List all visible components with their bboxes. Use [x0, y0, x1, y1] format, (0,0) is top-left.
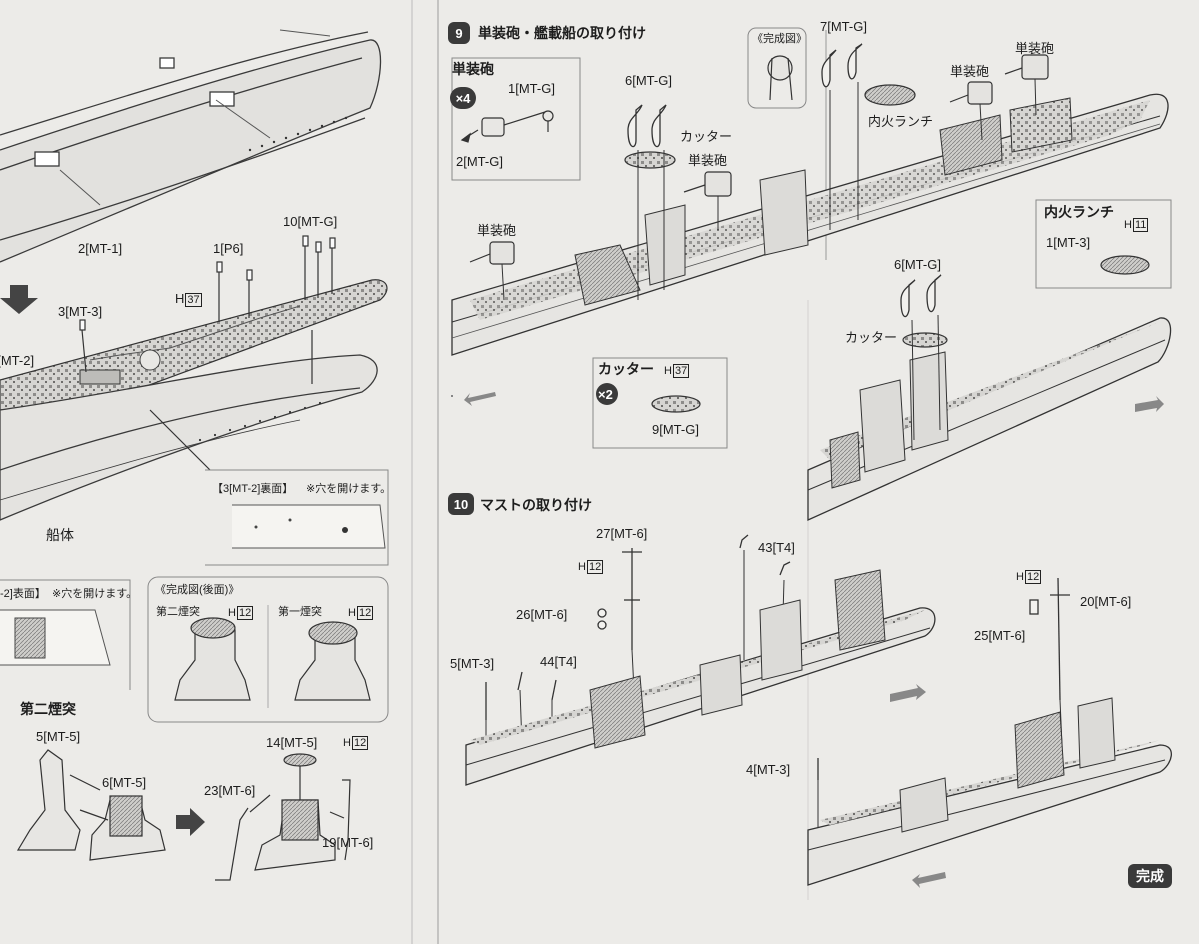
label-part-25: 25[MT-6]: [974, 628, 1026, 643]
h-ref-12-value: 12: [586, 560, 604, 574]
heading-second-stack: 第二煙突: [20, 701, 76, 717]
ship-step9-right: [807, 317, 1172, 522]
surface-note-box: [0, 579, 131, 690]
label-single-gun-d: 単装砲: [477, 223, 517, 238]
label-gun-part-1: 1[MT-G]: [508, 81, 555, 96]
gun-parts: [460, 110, 554, 143]
h-ref-11-value: 11: [1132, 218, 1149, 232]
label-part-5: 5[MT-5]: [36, 729, 81, 744]
label-launch: 内火ランチ: [868, 114, 934, 129]
label-part-44: 44[T4]: [540, 654, 577, 669]
label-cutter-part: 9[MT-G]: [652, 422, 699, 437]
label-launch-part: 1[MT-3]: [1046, 235, 1091, 250]
label-cutter-right: カッター: [845, 330, 898, 345]
h-ref-12-value: 12: [1024, 570, 1042, 584]
h-ref-12-value: 12: [351, 736, 369, 750]
stack-rear-right: [294, 621, 371, 701]
step9-badge: 9: [448, 22, 470, 44]
second-stack-assembled: [215, 753, 351, 881]
label-part-6-right: 6[MT-G]: [894, 257, 941, 272]
label-surface-note-title: -2]表面】: [0, 588, 46, 600]
label-hull: 船体: [46, 527, 74, 543]
label-part-3: 3[MT-3]: [58, 304, 103, 319]
left-hull-top: [0, 31, 382, 263]
label-part-43: 43[T4]: [758, 540, 795, 555]
label-launch-box: 内火ランチ: [1044, 204, 1114, 220]
label-part-20: 20[MT-6]: [1080, 594, 1132, 609]
second-stack-parts: [16, 749, 166, 861]
label-part-1: 1[P6]: [213, 241, 244, 256]
ship-step9: [451, 93, 1169, 356]
mast-parts: [485, 534, 1070, 780]
ship-step10-right: [807, 697, 1172, 886]
label-cutter-box: カッター: [598, 361, 654, 377]
label-part-14: 14[MT-5]: [266, 735, 318, 750]
step10-title: マストの取り付け: [480, 497, 592, 513]
label-part-27: 27[MT-6]: [596, 526, 648, 541]
label-part-10: 10[MT-G]: [283, 214, 338, 229]
completed-cutter-view: [767, 55, 793, 101]
label-part-26: 26[MT-6]: [516, 607, 568, 622]
multiplier-4-badge: ×4: [450, 87, 476, 109]
label-underside-note-text: ※穴を開けます。: [306, 483, 392, 495]
label-hull-top: 2[MT-1]: [78, 241, 123, 256]
label-second-stack: 第二煙突: [156, 606, 200, 618]
h-ref-12-value: 12: [356, 606, 374, 620]
label-single-gun-a: 単装砲: [688, 153, 728, 168]
step9-title: 単装砲・艦載船の取り付け: [478, 25, 646, 41]
label-single-gun-c: 単装砲: [1015, 41, 1055, 56]
label-part-5-mt3: 5[MT-3]: [450, 656, 495, 671]
complete-badge: 完成: [1128, 864, 1172, 888]
label-part-mt2: 3[MT-2]: [0, 353, 35, 368]
h-ref-12-value: 12: [236, 606, 254, 620]
label-part-6-left: 6[MT-5]: [102, 775, 147, 790]
step10-badge: 10: [448, 493, 474, 515]
multiplier-2-text: ×2: [598, 387, 613, 402]
label-surface-note-text: ※穴を開けます。: [52, 588, 138, 600]
label-underside-note-title: 【3[MT-2]裏面】: [212, 483, 294, 495]
label-part-7: 7[MT-G]: [820, 19, 867, 34]
h-ref-37-value: 37: [185, 293, 202, 307]
left-hull-lower: [0, 354, 378, 521]
label-part-19: 19[MT-6]: [322, 835, 374, 850]
label-single-gun-b: 単装砲: [950, 64, 990, 79]
label-part-6: 6[MT-G]: [625, 73, 672, 88]
label-gun-part-2: 2[MT-G]: [456, 154, 503, 169]
label-part-4: 4[MT-3]: [746, 762, 791, 777]
label-single-gun-box: 単装砲: [452, 61, 494, 77]
stack-rear-left: [174, 617, 251, 701]
label-completed: 《完成図》: [752, 33, 807, 45]
label-cutter: カッター: [680, 129, 733, 144]
ship-step10: [465, 569, 936, 786]
label-part-23: 23[MT-6]: [204, 783, 256, 798]
underside-note-box: [205, 469, 389, 566]
label-first-stack: 第一煙突: [278, 606, 322, 618]
h-ref-37-value: 37: [672, 364, 690, 378]
label-completed-rear: 《完成図(後面)》: [155, 584, 240, 596]
